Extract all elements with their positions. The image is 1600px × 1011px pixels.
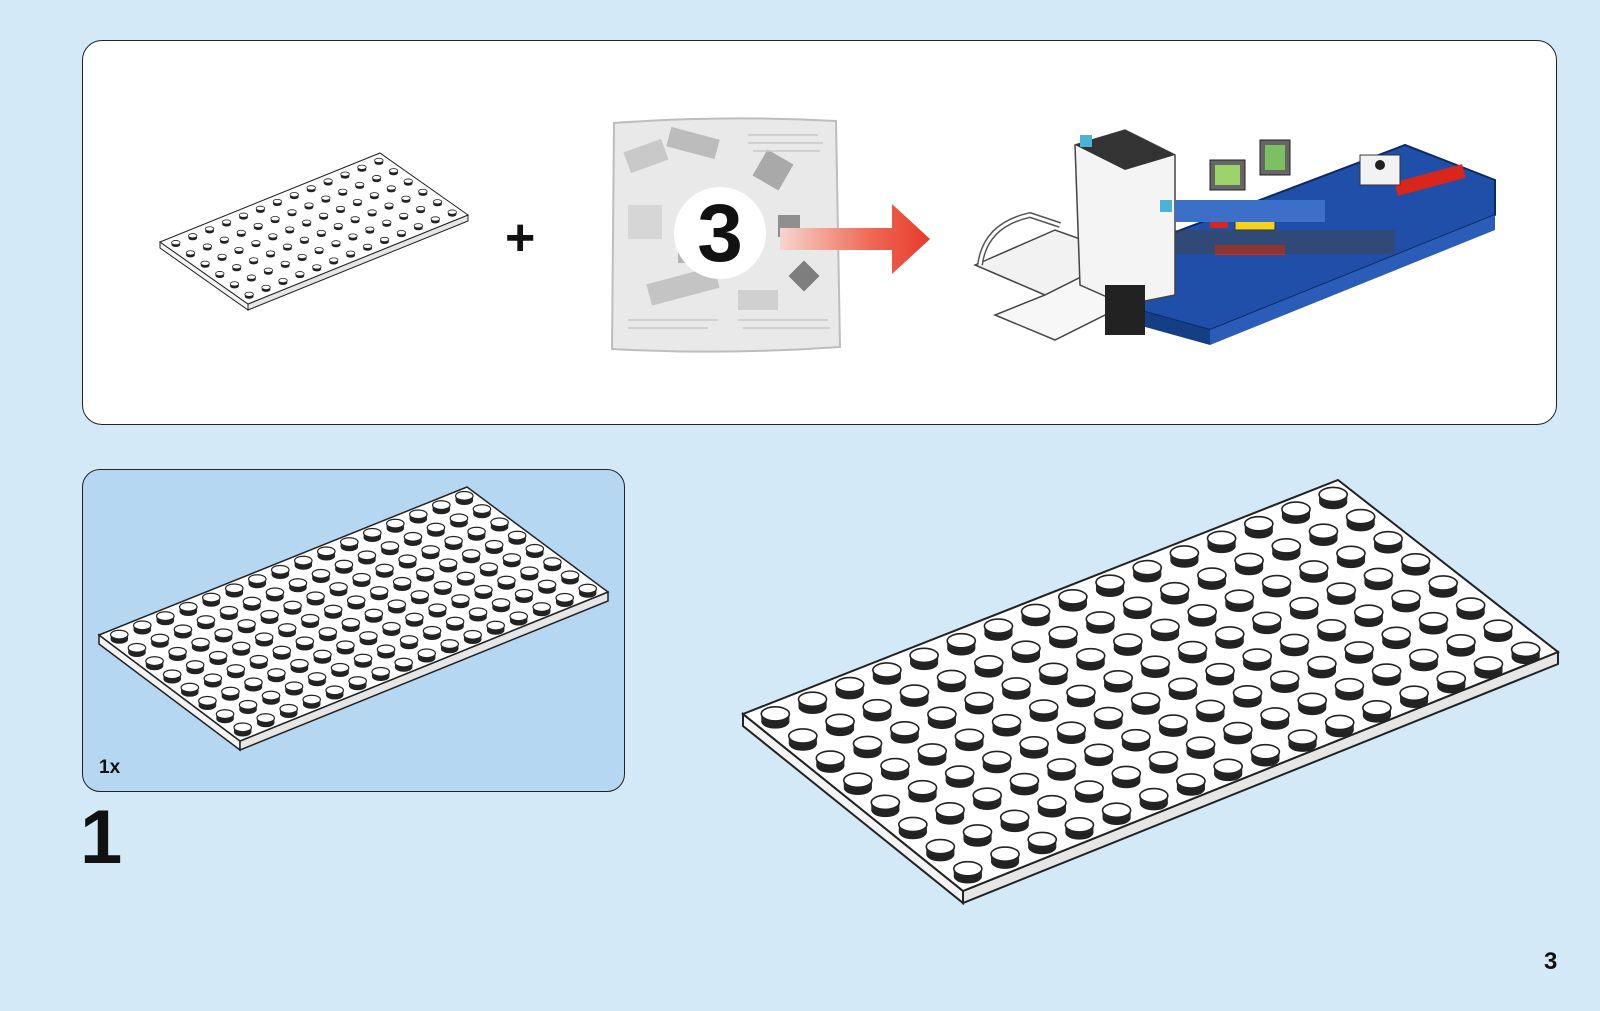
plus-sign: + xyxy=(505,212,535,264)
parts-list-panel xyxy=(82,469,625,792)
bag-number: 3 xyxy=(697,188,743,279)
arrow-right-icon xyxy=(780,198,940,280)
completed-model-illustration xyxy=(975,105,1515,355)
step-number: 1 xyxy=(80,800,122,876)
part-quantity: 1x xyxy=(99,757,120,779)
page-number: 3 xyxy=(1544,948,1557,976)
